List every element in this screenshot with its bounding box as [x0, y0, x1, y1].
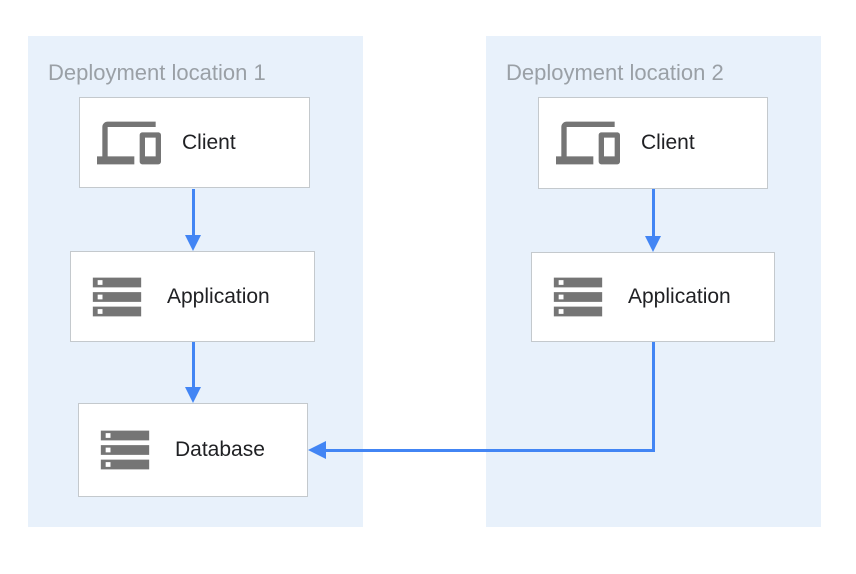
- storage-icon: [549, 268, 607, 326]
- node-client-2: Client: [538, 97, 768, 189]
- arrow-application1-to-database1-head: [185, 387, 201, 403]
- zone-label: Deployment location 2: [506, 60, 724, 85]
- node-label: Database: [175, 438, 265, 461]
- arrow-application2-to-database1-head: [308, 441, 326, 459]
- node-application-1: Application: [70, 251, 315, 342]
- node-application-2: Application: [531, 252, 775, 342]
- arrow-client2-to-application2-line: [651, 189, 655, 236]
- node-label: Application: [628, 285, 731, 308]
- storage-icon: [96, 421, 154, 479]
- devices-icon: [556, 111, 620, 175]
- node-database-1: Database: [78, 403, 308, 497]
- devices-icon: [97, 111, 161, 175]
- node-client-1: Client: [79, 97, 310, 188]
- arrow-client2-to-application2-head: [645, 236, 661, 252]
- arrow-application2-to-database1-vline: [651, 342, 655, 452]
- arrow-application2-to-database1-hline: [324, 448, 655, 452]
- zone-label: Deployment location 1: [48, 60, 266, 85]
- node-label: Client: [182, 130, 236, 154]
- node-label: Application: [167, 284, 270, 308]
- arrow-application1-to-database1-line: [191, 342, 195, 387]
- arrow-client1-to-application1-line: [191, 189, 195, 235]
- node-label: Client: [641, 131, 695, 154]
- arrow-client1-to-application1-head: [185, 235, 201, 251]
- storage-icon: [88, 268, 146, 326]
